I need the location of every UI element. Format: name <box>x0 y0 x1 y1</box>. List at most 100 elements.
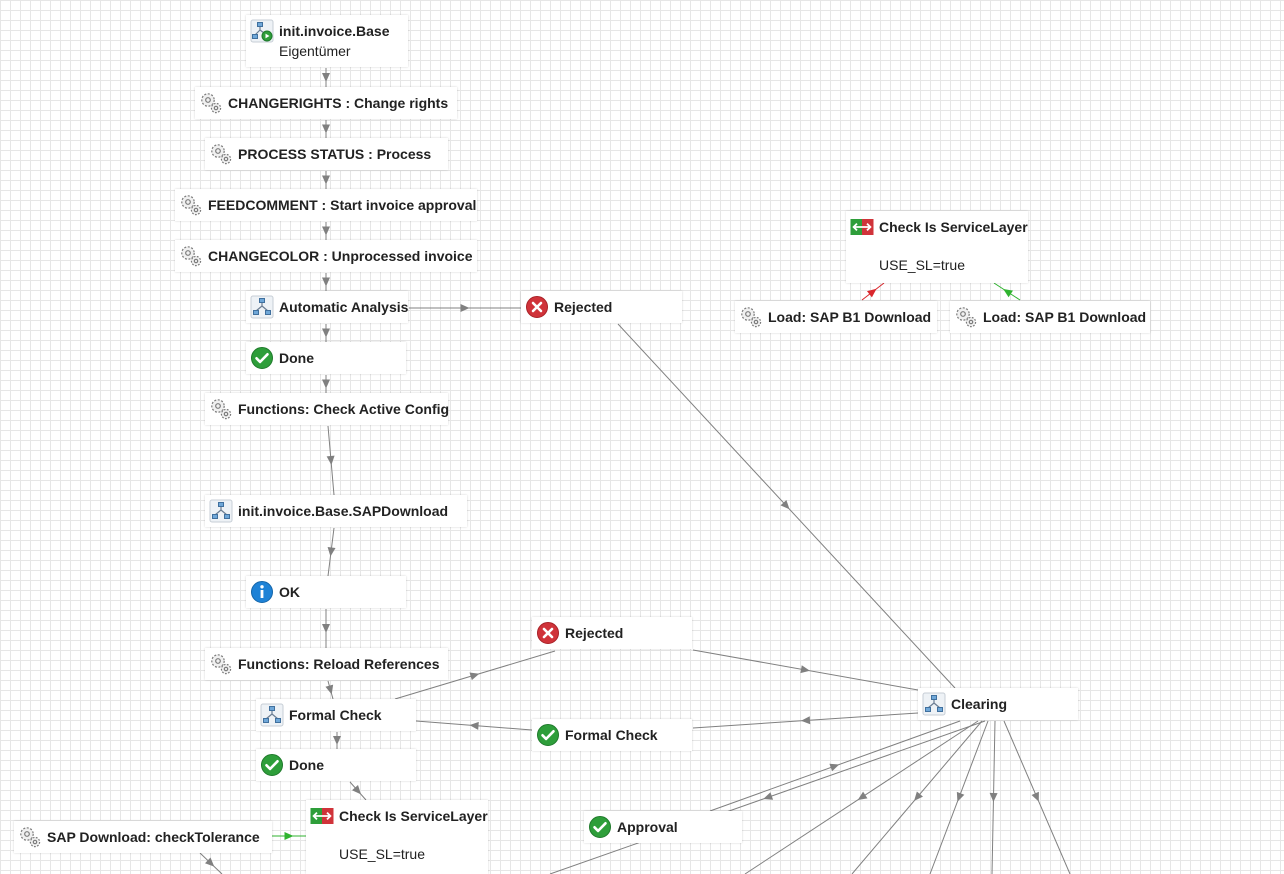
node-label: Approval <box>617 819 678 835</box>
edge-ok-reload <box>322 609 330 648</box>
workflow-start-icon <box>250 19 274 43</box>
arrow-head <box>322 624 330 633</box>
done-icon <box>588 815 612 839</box>
arrow-head <box>333 736 341 745</box>
edge-clearing-down-1 <box>744 720 979 874</box>
arrow-head <box>322 328 330 338</box>
gears-icon <box>179 193 203 217</box>
node-label: Load: SAP B1 Download <box>768 309 932 325</box>
gears-icon <box>209 652 233 676</box>
arrow-head <box>322 175 330 185</box>
edge-process-feedcomment <box>322 171 330 189</box>
edge-approval-clearing <box>709 720 961 812</box>
arrow-head <box>829 763 840 772</box>
node-load-sap-2[interactable]: Load: SAP B1 Download <box>950 301 1150 333</box>
node-label: Check Is ServiceLayer <box>339 808 488 824</box>
workflow-icon <box>922 692 946 716</box>
workflow-icon <box>209 499 233 523</box>
edge-tolerance-checksl2 <box>272 832 306 840</box>
node-label: CHANGECOLOR : Unprocessed invoice <box>208 248 473 264</box>
node-label: Clearing <box>951 696 1008 712</box>
node-label: OK <box>279 584 300 600</box>
node-automatic-analysis[interactable]: Automatic Analysis <box>246 291 408 323</box>
node-label: Done <box>289 757 324 773</box>
node-rejected-2[interactable]: Rejected <box>532 617 692 649</box>
node-label: SAP Download: checkTolerance <box>47 829 260 845</box>
node-changerights[interactable]: CHANGERIGHTS : Change rights <box>195 87 457 119</box>
node-label: Check Is ServiceLayer <box>879 219 1028 235</box>
node-reload-references[interactable]: Functions: Reload References <box>205 648 448 680</box>
node-done-2[interactable]: Done <box>256 749 416 781</box>
node-clearing[interactable]: Clearing <box>918 688 1078 720</box>
arrow-head <box>469 721 479 730</box>
arrow-head <box>352 784 361 795</box>
node-approval[interactable]: Approval <box>584 811 742 843</box>
edge-start-changerights <box>322 68 330 87</box>
node-label: Done <box>279 350 314 366</box>
edge-clearing-down-4 <box>989 720 998 874</box>
arrow-head <box>1031 791 1039 802</box>
edge-sapdownload-ok <box>327 527 336 577</box>
node-condition: USE_SL=true <box>879 257 965 273</box>
node-label: Rejected <box>565 625 624 641</box>
node-label: PROCESS STATUS : Process <box>238 146 432 162</box>
edge-rejected2-clearing <box>692 649 919 691</box>
arrow-head <box>914 791 923 801</box>
node-label: FEEDCOMMENT : Start invoice approval <box>208 197 477 213</box>
edge-changecolor-analysis <box>322 273 330 291</box>
gears-icon <box>739 305 763 329</box>
gears-icon <box>179 244 203 268</box>
node-condition: USE_SL=true <box>339 846 425 862</box>
arrow-head <box>322 124 330 134</box>
arrow-head <box>284 832 294 840</box>
node-sublabel: Eigentümer <box>279 43 351 59</box>
arrow-head <box>866 288 877 298</box>
arrow-head <box>322 73 330 82</box>
node-ok[interactable]: OK <box>246 576 406 608</box>
node-changecolor[interactable]: CHANGECOLOR : Unprocessed invoice <box>175 240 477 272</box>
node-sap-download[interactable]: init.invoice.Base.SAPDownload <box>205 495 467 527</box>
edge-clearing-down-5 <box>1003 720 1071 874</box>
arrow-head <box>326 455 335 465</box>
arrow-head <box>1003 289 1013 298</box>
edge-done-checkconfig <box>322 375 330 393</box>
edge-checkconfig-sapdownload <box>326 425 335 496</box>
edge-checktolerance-out <box>199 852 223 874</box>
node-formal-check-done[interactable]: Formal Check <box>532 719 692 751</box>
done-icon <box>260 753 284 777</box>
node-check-active-config[interactable]: Functions: Check Active Config <box>205 393 450 425</box>
edge-done2-checksl2 <box>349 781 367 801</box>
arrow-head <box>322 277 330 287</box>
done-icon <box>536 723 560 747</box>
arrow-head <box>204 857 215 867</box>
arrow-head <box>801 716 811 725</box>
node-check-tolerance[interactable]: SAP Download: checkTolerance <box>14 821 272 853</box>
node-rejected-1[interactable]: Rejected <box>521 291 682 323</box>
gears-icon <box>199 91 223 115</box>
arrow-head <box>780 499 790 510</box>
arrow-head <box>460 304 470 312</box>
node-done-1[interactable]: Done <box>246 342 406 374</box>
edge-load2-checksl1 <box>993 282 1021 301</box>
node-process-status[interactable]: PROCESS STATUS : Process <box>205 138 448 170</box>
edge-clearing-down-3 <box>929 720 989 874</box>
arrow-head <box>327 547 336 557</box>
edge-formalcheckdone-formalcheck <box>415 720 533 731</box>
edge-formalcheck-rejected2 <box>394 650 556 700</box>
rejected-icon <box>536 621 560 645</box>
edge-formalcheck-done2 <box>333 732 341 749</box>
edge-clearing-down-2 <box>851 720 983 874</box>
edge-feedcomment-changecolor <box>322 222 330 240</box>
condition-switch-icon <box>310 804 334 828</box>
done-icon <box>250 346 274 370</box>
node-formal-check[interactable]: Formal Check <box>256 699 416 731</box>
arrow-head <box>989 792 998 802</box>
node-label: Formal Check <box>289 707 382 723</box>
node-label: Functions: Check Active Config <box>238 401 450 417</box>
node-label: CHANGERIGHTS : Change rights <box>228 95 449 111</box>
node-feedcomment[interactable]: FEEDCOMMENT : Start invoice approval <box>175 189 477 221</box>
node-load-sap-1[interactable]: Load: SAP B1 Download <box>735 301 937 333</box>
